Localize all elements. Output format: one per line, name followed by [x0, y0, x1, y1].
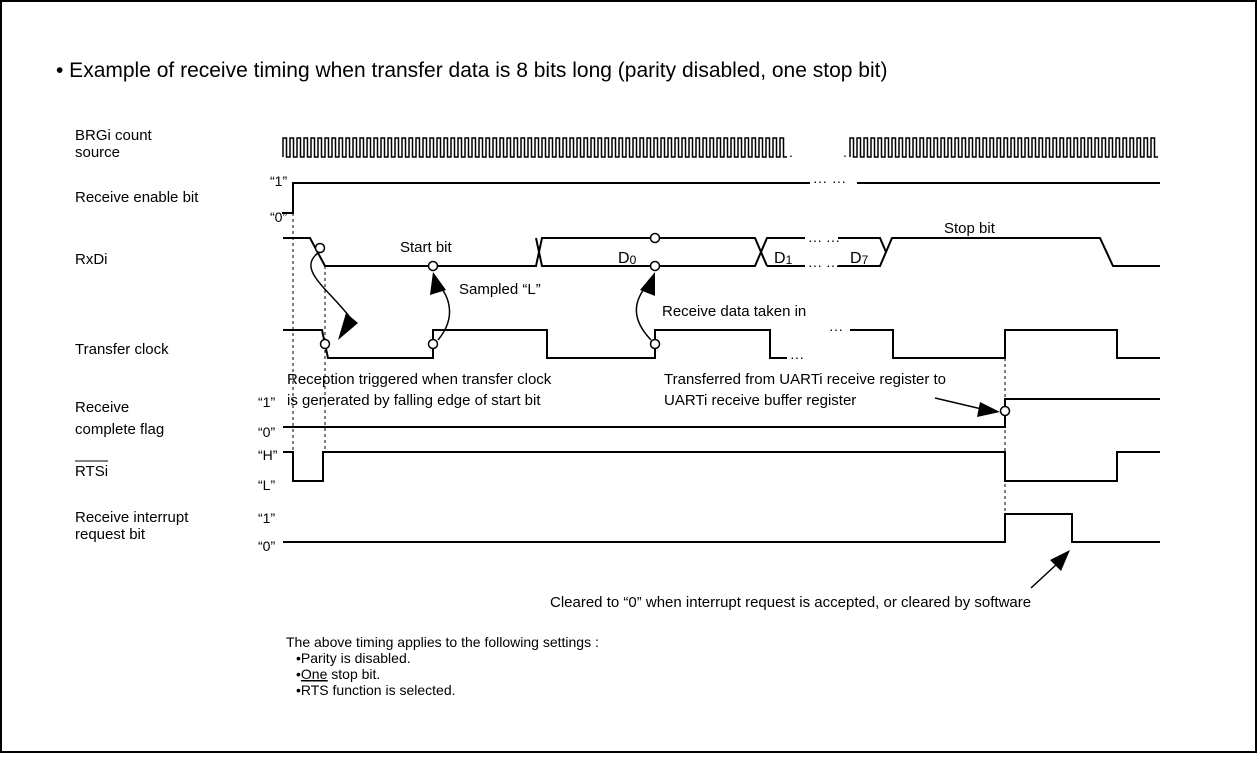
rxd-d7-and-stop-wave [838, 237, 1160, 267]
receive-complete-label-line2: complete flag [75, 421, 164, 438]
brg-gap-dot-right: . [843, 144, 847, 160]
d7-letter: D [850, 250, 862, 267]
clock-rising-marker-2 [649, 338, 661, 350]
triggered-annotation-line2: is generated by falling edge of start bi… [287, 392, 541, 409]
d7-subscript: 7 [862, 253, 869, 267]
transfer-clock-label: Transfer clock [75, 341, 169, 358]
taken-in-arrowhead [640, 272, 655, 296]
stop-bit-label: Stop bit [944, 220, 996, 237]
note-stop-bit: •One stop bit. [296, 666, 380, 682]
receive-complete-label-line1: Receive [75, 399, 129, 416]
receive-enable-gap-right: ··· [832, 173, 846, 189]
note-stop-bit-emphasis: One [301, 666, 328, 682]
transfer-clock-gap-bottom: ··· [790, 349, 804, 365]
brg-label-line2: source [75, 144, 120, 161]
trigger-curve [310, 252, 353, 321]
note-rts: •RTS function is selected. [296, 682, 456, 698]
rts-level-h: “H” [258, 447, 278, 463]
interrupt-label-line1: Receive interrupt [75, 509, 189, 526]
transfer-clock-wave-left [283, 329, 787, 359]
cleared-annotation: Cleared to “0” when interrupt request is… [550, 594, 1031, 611]
start-bit-sample-marker [427, 260, 439, 272]
note-parity: •Parity is disabled. [296, 650, 411, 666]
transferred-arrowhead [977, 402, 1000, 417]
note-stop-bit-bullet: • [296, 666, 301, 682]
receive-enable-wave-left [282, 182, 810, 214]
receive-enable-gap-left: ··· [813, 173, 827, 189]
rxd-d1-wave [760, 237, 805, 267]
brg-clock-left [282, 137, 787, 158]
rxd-gap-top-left: ··· [808, 232, 822, 248]
d0-sample-marker-high [649, 232, 661, 244]
sample-curve [437, 283, 451, 341]
rxd-gap-bottom-right: ··· [826, 257, 840, 273]
d1-label: D1 [774, 250, 793, 267]
transfer-clock-wave-right [850, 329, 1160, 359]
sample-arrowhead [430, 272, 446, 295]
complete-level-0: “0” [258, 424, 275, 440]
start-bit-label: Start bit [400, 239, 453, 256]
enable-level-0: “0” [270, 209, 287, 225]
brg-gap-dot-left: . [789, 144, 793, 160]
brg-clock-right [849, 137, 1158, 158]
transfer-clock-gap-top: ··· [829, 321, 843, 337]
clock-rising-marker-1 [427, 338, 439, 350]
rts-wave [283, 451, 1160, 482]
rxd-start-and-d0-wave [283, 237, 763, 267]
receive-enable-label: Receive enable bit [75, 189, 199, 206]
clock-falling-marker [319, 338, 331, 350]
irq-level-0: “0” [258, 538, 275, 554]
diagram-title: • Example of receive timing when transfe… [56, 59, 887, 82]
brg-label-line1: BRGi count [75, 127, 153, 144]
enable-level-1: “1” [270, 173, 287, 189]
rxd-label: RxDi [75, 251, 108, 268]
d1-subscript: 1 [786, 253, 793, 267]
interrupt-label-line2: request bit [75, 526, 146, 543]
cleared-arrow-line [1030, 562, 1059, 589]
complete-flag-marker [999, 405, 1011, 417]
trigger-arrowhead [338, 313, 358, 340]
d0-sample-marker-low [649, 260, 661, 272]
transferred-annotation-line1: Transferred from UARTi receive register … [664, 371, 946, 388]
interrupt-request-wave [283, 513, 1160, 543]
irq-level-1: “1” [258, 510, 275, 526]
transferred-annotation-line2: UARTi receive buffer register [664, 392, 856, 409]
rxd-falling-edge-marker [314, 242, 326, 254]
complete-level-1: “1” [258, 394, 275, 410]
triggered-annotation-line1: Reception triggered when transfer clock [287, 371, 552, 388]
rxd-gap-top-right: ··· [826, 232, 840, 248]
note-stop-bit-rest: stop bit. [327, 666, 380, 682]
d0-label: D0 [618, 250, 637, 267]
rxd-gap-bottom-left: ··· [808, 257, 822, 273]
rts-label: RTSi [75, 463, 108, 480]
rts-level-l: “L” [258, 477, 275, 493]
d7-label: D7 [850, 250, 869, 267]
d0-letter: D [618, 250, 630, 267]
d1-letter: D [774, 250, 786, 267]
notes-intro: The above timing applies to the followin… [286, 634, 599, 650]
transferred-arrow-line [934, 397, 987, 411]
taken-in-annotation: Receive data taken in [662, 303, 806, 320]
sampled-annotation: Sampled “L” [459, 281, 541, 298]
d0-subscript: 0 [630, 253, 637, 267]
cleared-arrowhead [1050, 550, 1070, 571]
